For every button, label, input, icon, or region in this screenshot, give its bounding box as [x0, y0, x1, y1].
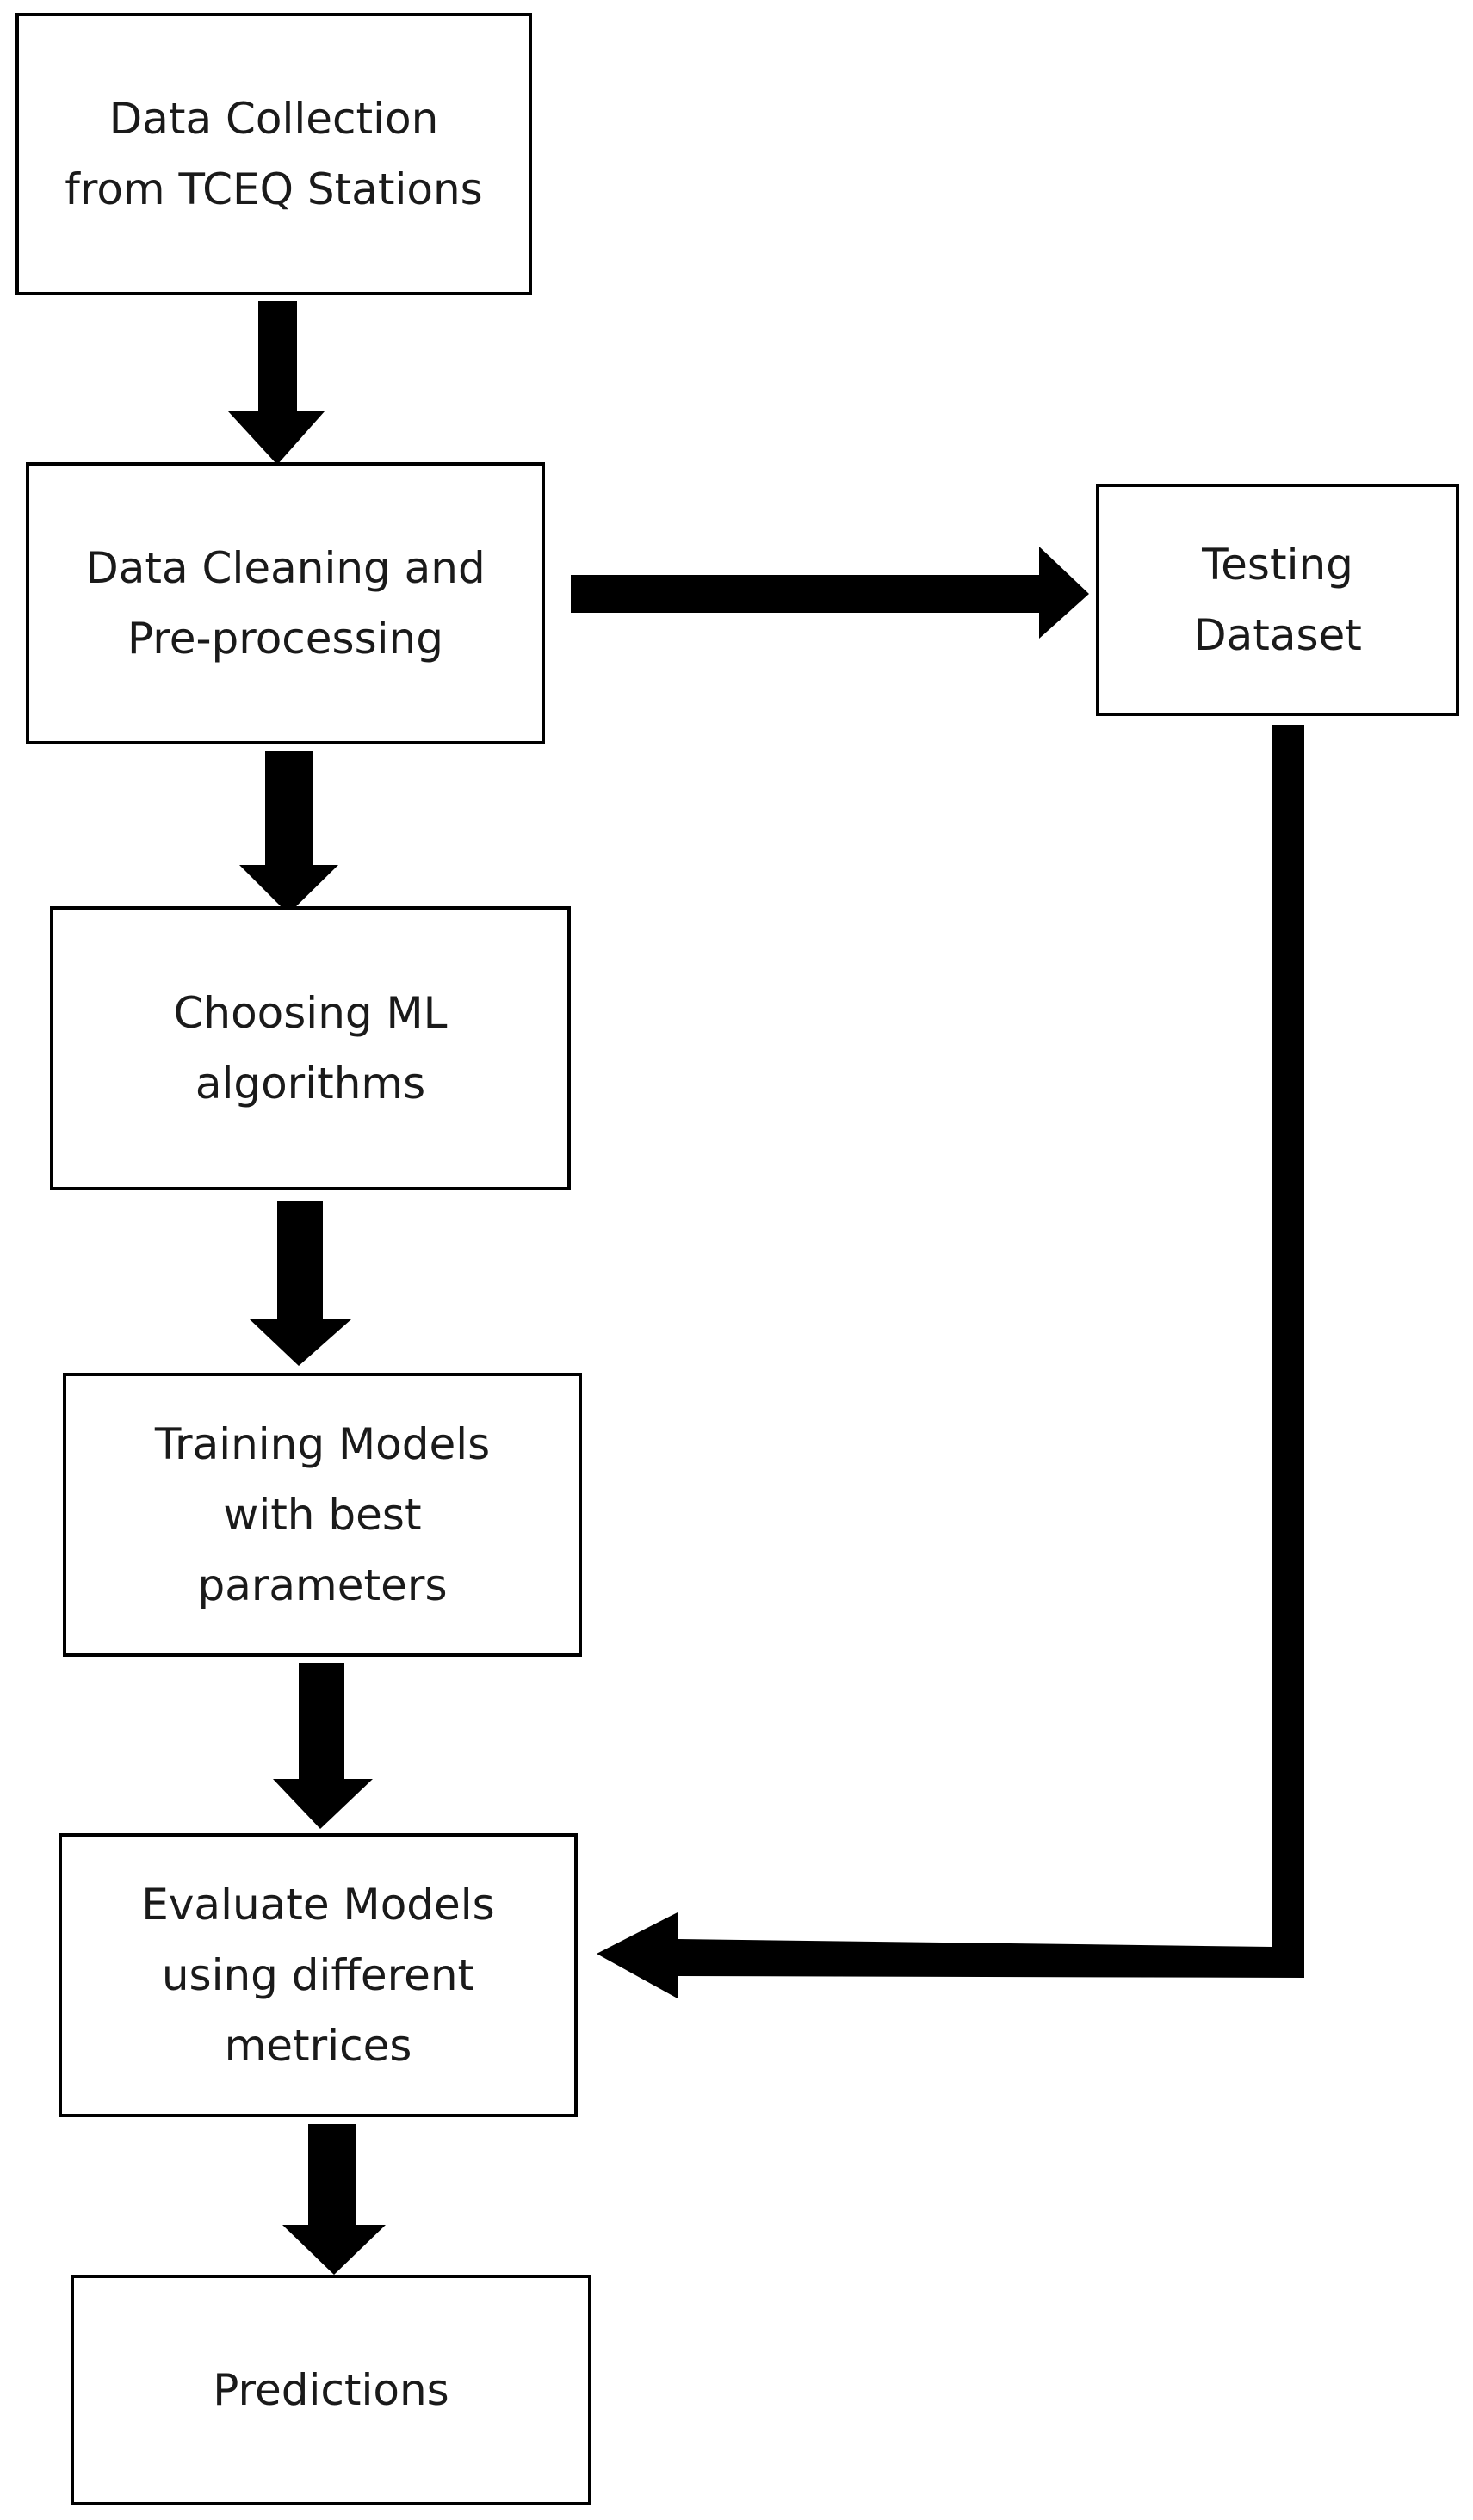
arrow-training-to-evaluate — [273, 1663, 373, 1829]
node-predictions-label: Predictions — [213, 2365, 449, 2415]
node-data-cleaning: Data Cleaning and Pre-processing — [26, 462, 545, 744]
node-data-collection-label: Data Collection from TCEQ Stations — [65, 94, 483, 214]
arrow-choosing-to-training — [250, 1201, 351, 1366]
arrow-cleaning-to-testing — [571, 547, 1089, 639]
arrow-collection-to-cleaning — [228, 301, 325, 465]
node-testing-dataset-label: Testing Dataset — [1193, 540, 1362, 660]
node-training-models: Training Models with best parameters — [63, 1373, 582, 1657]
node-evaluate-models-label: Evaluate Models using different metrices — [141, 1880, 495, 2071]
arrow-evaluate-to-predictions — [282, 2124, 386, 2275]
node-predictions: Predictions — [71, 2275, 591, 2505]
node-evaluate-models: Evaluate Models using different metrices — [59, 1833, 578, 2117]
node-data-cleaning-label: Data Cleaning and Pre-processing — [85, 543, 486, 664]
arrow-testing-to-evaluate — [597, 725, 1304, 1998]
node-choosing-ml-label: Choosing ML algorithms — [173, 988, 448, 1109]
node-training-models-label: Training Models with best parameters — [154, 1419, 491, 1610]
node-data-collection: Data Collection from TCEQ Stations — [15, 13, 532, 295]
node-choosing-ml: Choosing ML algorithms — [50, 906, 571, 1190]
arrow-cleaning-to-choosing — [239, 751, 338, 914]
node-testing-dataset: Testing Dataset — [1096, 484, 1459, 716]
